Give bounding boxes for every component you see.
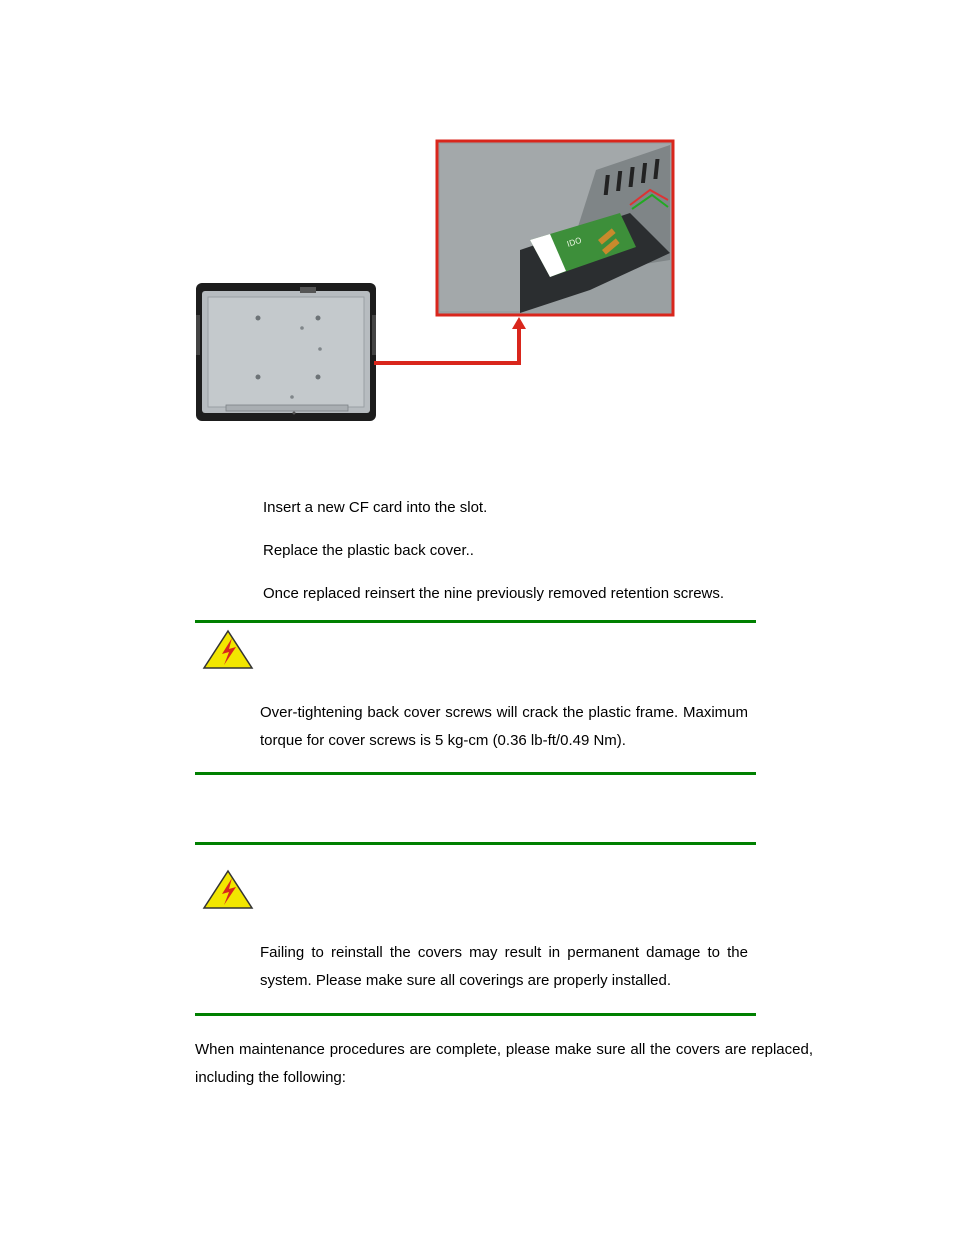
panel-pc-back-photo <box>196 283 376 421</box>
warning-2-top-rule <box>195 842 756 845</box>
callout-arrow <box>374 317 526 365</box>
warning-lightning-icon <box>202 869 254 909</box>
callout-frame <box>435 139 675 317</box>
warning-1-text: Over-tightening back cover screws will c… <box>260 704 748 749</box>
maintenance-paragraph: When maintenance procedures are complete… <box>195 1041 813 1086</box>
warning-2-bottom-rule <box>195 1013 756 1016</box>
step-2: Replace the plastic back cover.. <box>263 542 474 559</box>
warning-1-top-rule <box>195 620 756 623</box>
cf-slot-closeup-photo: IDO <box>438 142 672 314</box>
cf-card-label: IDO <box>566 236 583 249</box>
cf-slot-figure: IDO <box>196 139 675 421</box>
warning-2-text: Failing to reinstall the covers may resu… <box>260 944 748 989</box>
warning-lightning-icon <box>202 629 254 669</box>
warning-1-bottom-rule <box>195 772 756 775</box>
step-3: Once replaced reinsert the nine previous… <box>263 585 725 602</box>
step-1: Insert a new CF card into the slot. <box>263 499 488 516</box>
